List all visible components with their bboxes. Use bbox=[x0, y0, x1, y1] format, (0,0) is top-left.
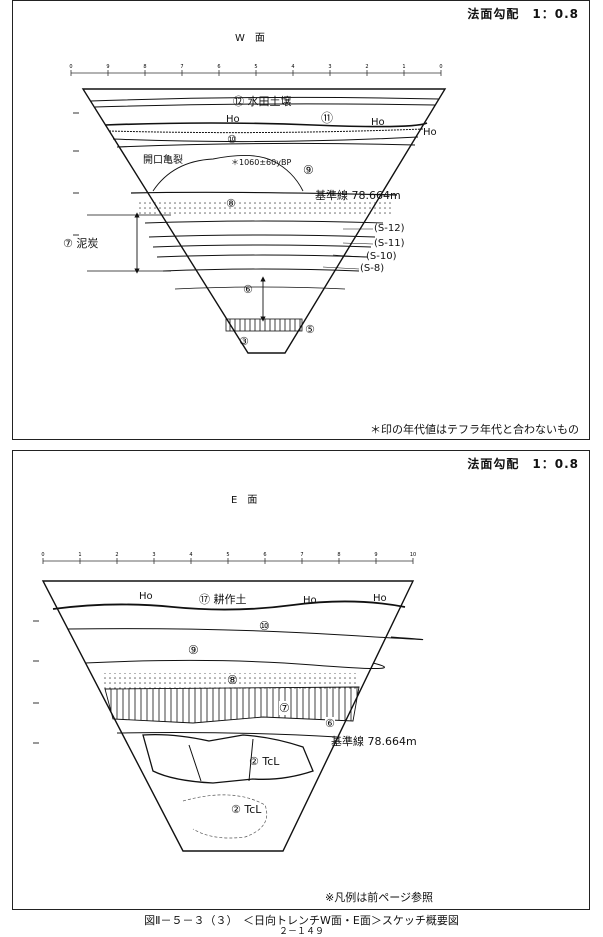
e-layer17-label: ⑰ 耕作土 bbox=[199, 593, 247, 606]
ruler-tick-label: 0 bbox=[439, 64, 442, 70]
ruler-tick-label: 7 bbox=[180, 64, 183, 70]
e-ho-label-1: Ho bbox=[139, 591, 153, 602]
w-layer8-label: ⑧ bbox=[226, 197, 236, 210]
ruler-tick-label: 0 bbox=[69, 64, 72, 70]
w-layer5-label: ⑤ bbox=[305, 323, 315, 336]
w-layer5-fill bbox=[225, 318, 303, 332]
w-layer10-label: ⑩ bbox=[227, 133, 237, 146]
e-tcl-label-upper: ② TcL bbox=[249, 755, 280, 768]
w-face-panel: 法面勾配 1：0.8 W 面 0 9 8 7 6 5 4 3 2 1 0 bbox=[12, 0, 590, 440]
e-tcl-label-lower: ② TcL bbox=[231, 803, 262, 816]
w-tephra-leader bbox=[332, 254, 366, 258]
w-tephra-leader bbox=[322, 266, 360, 270]
ruler-tick-label: 3 bbox=[152, 552, 155, 558]
e-trench-outline bbox=[41, 580, 415, 852]
ruler-tick-label: 1 bbox=[402, 64, 405, 70]
w-tephra-label-s12: (S-12) bbox=[374, 223, 405, 234]
w-layer-boundary bbox=[116, 142, 416, 148]
ruler-tick-label: 4 bbox=[189, 552, 192, 558]
w-layer8-fill bbox=[137, 199, 391, 217]
e-footnote: ※凡例は前ページ参照 bbox=[325, 891, 433, 904]
ruler-tick-label: 5 bbox=[254, 64, 257, 70]
w-section-drawing: 0 9 8 7 6 5 4 3 2 1 0 bbox=[69, 64, 447, 354]
w-layer-boundary bbox=[94, 103, 436, 108]
w-trench-outline bbox=[81, 88, 447, 354]
w-peat-line bbox=[144, 220, 384, 224]
w-ho-label-1: Ho bbox=[226, 114, 240, 125]
w-face-title: W 面 bbox=[235, 33, 265, 44]
figure-caption: 図Ⅱ－５－３（３） ＜日向トレンチW面・E面＞スケッチ概要図 bbox=[144, 914, 459, 927]
ruler-tick-label: 2 bbox=[365, 64, 368, 70]
w-date-label: ＊1060±60yBP bbox=[231, 158, 292, 167]
e-layer10-label: ⑩ bbox=[259, 619, 270, 633]
e-ho-label-3: Ho bbox=[373, 593, 387, 604]
e-layer-boundary bbox=[84, 659, 385, 670]
w-layer-boundary bbox=[108, 128, 424, 134]
w-tephra-label-s10: (S-10) bbox=[366, 251, 397, 262]
e-lower-boundary bbox=[182, 794, 268, 839]
ruler-tick-label: 6 bbox=[217, 64, 220, 70]
e-layer-boundary bbox=[67, 628, 424, 641]
ruler-tick-label: 1 bbox=[78, 552, 81, 558]
e-layer6-label: ⑥ bbox=[325, 717, 335, 730]
ruler-tick-label: 10 bbox=[410, 552, 416, 558]
ruler-tick-label: 9 bbox=[374, 552, 377, 558]
ruler-tick-label: 2 bbox=[115, 552, 118, 558]
w-tephra-label-s11: (S-11) bbox=[374, 238, 405, 249]
ruler-tick-label: 8 bbox=[337, 552, 340, 558]
w-crack-label: 開口亀裂 bbox=[143, 155, 183, 166]
w-ho-label-3: Ho bbox=[423, 127, 437, 138]
w-layer11-label: ⑪ bbox=[321, 111, 334, 125]
e-layer7-label: ⑦ bbox=[279, 701, 290, 715]
ruler-tick-label: 7 bbox=[300, 552, 303, 558]
w-peat-line bbox=[156, 254, 368, 258]
w-slope-label: 法面勾配 1：0.8 bbox=[467, 7, 579, 21]
e-layer9-label: ⑨ bbox=[188, 643, 199, 657]
e-ruler-ticks: 0 1 2 3 4 5 6 7 8 9 10 bbox=[41, 552, 416, 564]
ruler-tick-label: 0 bbox=[41, 552, 44, 558]
ruler-tick-label: 9 bbox=[106, 64, 109, 70]
e-tcl-crack bbox=[188, 738, 254, 782]
w-crack bbox=[152, 155, 304, 192]
e-section-drawing: 0 1 2 3 4 5 6 7 8 9 10 bbox=[33, 552, 424, 852]
e-face-title: E 面 bbox=[231, 495, 258, 506]
w-layer-boundary bbox=[90, 96, 440, 102]
w-ho-label-2: Ho bbox=[371, 117, 385, 128]
w-layer7-label: ⑦ 泥炭 bbox=[63, 237, 99, 250]
w-layer9-label: ⑨ bbox=[303, 163, 314, 177]
e-baseline bbox=[116, 732, 338, 738]
w-layer-boundary bbox=[174, 286, 346, 290]
w-layer6-label: ⑥ bbox=[243, 283, 253, 296]
w-baseline bbox=[130, 191, 398, 196]
w-layer-boundary bbox=[112, 136, 419, 143]
w-footnote: ＊印の年代値はテフラ年代と合わないもの bbox=[370, 423, 579, 436]
e-layer8-label: ⑧ bbox=[227, 673, 238, 687]
w-peat-line bbox=[148, 234, 376, 238]
e-tcl-block bbox=[142, 733, 314, 784]
page-number: ２－１４９ bbox=[278, 927, 324, 937]
w-baseline-label: 基準線 78.664m bbox=[315, 189, 401, 202]
w-layer3-label: ③ bbox=[239, 335, 249, 348]
e-baseline-label: 基準線 78.664m bbox=[331, 735, 417, 748]
ruler-tick-label: 8 bbox=[143, 64, 146, 70]
e-layer8-fill bbox=[103, 673, 359, 689]
ruler-tick-label: 3 bbox=[328, 64, 331, 70]
w-ho-tephra bbox=[104, 122, 428, 128]
e-ho-label-2: Ho bbox=[303, 595, 317, 606]
w-peat-line bbox=[152, 244, 372, 248]
ruler-tick-label: 5 bbox=[226, 552, 229, 558]
e-ho-tephra bbox=[52, 600, 406, 611]
ruler-tick-label: 4 bbox=[291, 64, 294, 70]
w-peat-line bbox=[162, 268, 360, 272]
w-tephra-leader bbox=[342, 242, 374, 245]
e-slope-label: 法面勾配 1：0.8 bbox=[467, 457, 579, 471]
e-layer7-fill bbox=[104, 686, 360, 724]
w-layer12-label: ⑫ 水田土壌 bbox=[233, 95, 292, 108]
ruler-tick-label: 6 bbox=[263, 552, 266, 558]
w-tephra-label-s8: (S-8) bbox=[360, 263, 385, 274]
w-ruler-ticks: 0 9 8 7 6 5 4 3 2 1 0 bbox=[69, 64, 443, 76]
